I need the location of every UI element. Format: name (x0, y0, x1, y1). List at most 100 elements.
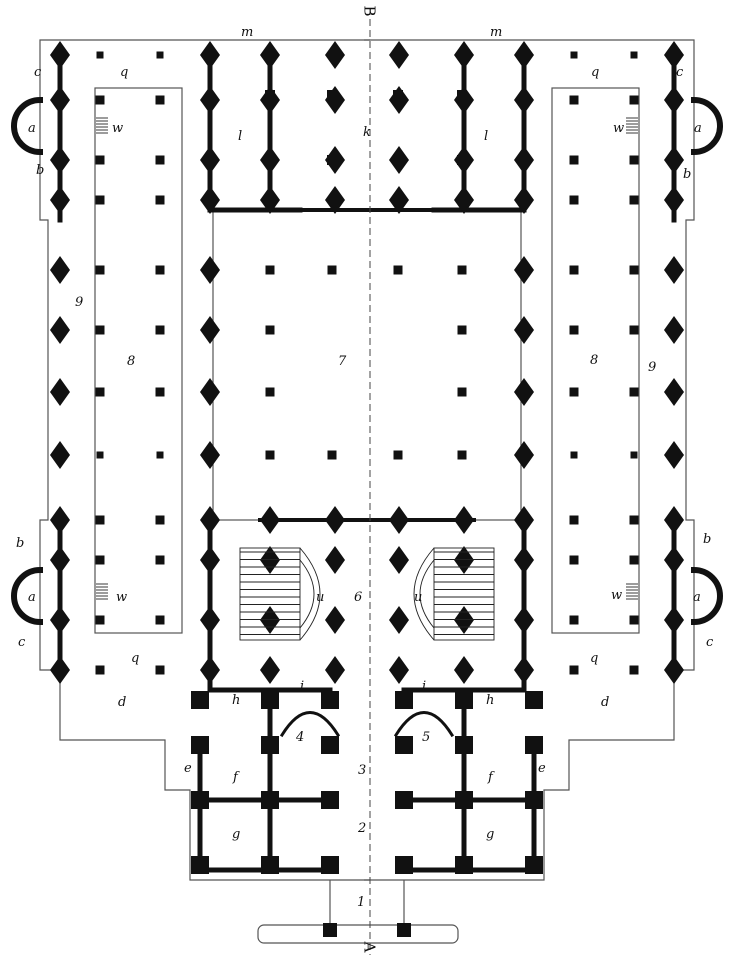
room-label-i-right: i (422, 679, 427, 694)
column-79 (570, 51, 578, 59)
pier-front-148 (455, 791, 473, 809)
plan-outline-lines (39, 39, 695, 944)
pier-81 (454, 41, 474, 69)
room-label-a-bottom-left: a (28, 590, 36, 605)
column-48 (155, 555, 165, 565)
pier-entry-76 (323, 923, 337, 937)
pier-95 (664, 186, 684, 214)
pier-117 (664, 506, 684, 534)
room-label-q-bottom-right: q (590, 651, 599, 666)
pier-127 (454, 546, 474, 574)
pier-front-75 (321, 856, 339, 874)
pier-105 (664, 316, 684, 344)
pier-front-65 (261, 691, 279, 709)
room-label-d-right: d (601, 695, 610, 710)
room-label-5: 5 (422, 730, 431, 745)
pier-49 (200, 546, 220, 574)
room-label-h-right: h (486, 693, 495, 708)
room-label-w-bottom-left: w (116, 590, 128, 605)
pier-28 (50, 316, 70, 344)
pier-front-152 (395, 856, 413, 874)
column-53 (95, 615, 105, 625)
pier-57 (325, 606, 345, 634)
room-label-e-left: e (184, 761, 192, 776)
pier-80 (514, 41, 534, 69)
pier-45 (325, 506, 345, 534)
pier-front-151 (455, 856, 473, 874)
column-41 (95, 515, 105, 525)
pier-18 (50, 186, 70, 214)
hall-column-165 (457, 450, 467, 460)
room-label-g-left: g (232, 827, 241, 842)
stair-right (433, 547, 495, 641)
pier-6 (50, 86, 70, 114)
pier-21 (200, 186, 220, 214)
column-131 (569, 615, 579, 625)
column-25 (95, 265, 105, 275)
pier-front-68 (261, 736, 279, 754)
column-60 (155, 665, 165, 675)
pier-133 (454, 606, 474, 634)
column-136 (629, 665, 639, 675)
stair-left (239, 547, 301, 641)
column-91 (569, 155, 579, 165)
pier-92 (514, 146, 534, 174)
room-label-c-bottom-left: c (18, 635, 26, 650)
pier-entry-153 (397, 923, 411, 937)
pier-56 (260, 606, 280, 634)
pier-front-72 (321, 791, 339, 809)
room-label-l-right: l (484, 129, 489, 144)
pier-58 (50, 656, 70, 684)
column-19 (95, 195, 105, 205)
pier-126 (514, 546, 534, 574)
room-label-9-right: 9 (648, 360, 657, 375)
pier-135 (664, 656, 684, 684)
room-label-c-top-left: c (34, 65, 42, 80)
room-label-q-top-right: q (591, 65, 600, 80)
column-54 (155, 615, 165, 625)
room-label-a-top-left: a (28, 121, 36, 136)
pier-front-143 (395, 691, 413, 709)
pier-front-69 (321, 736, 339, 754)
pier-front-73 (191, 856, 209, 874)
column-34 (155, 387, 165, 397)
stair-curve-right (413, 547, 435, 641)
pier-132 (514, 606, 534, 634)
room-label-d-left: d (118, 695, 127, 710)
column-14 (155, 155, 165, 165)
stair-curve-inner-left (299, 559, 315, 629)
pier-front-67 (191, 736, 209, 754)
room-label-h-left: h (232, 693, 241, 708)
column-78 (630, 51, 638, 59)
room-label-a-top-right: a (694, 121, 702, 136)
column-114 (630, 451, 638, 459)
wall-l-0 (207, 57, 303, 213)
room-label-w-top-right: w (613, 121, 625, 136)
room-label-6: 6 (354, 590, 363, 605)
pier-139 (454, 656, 474, 684)
apse-bottom-left (11, 566, 44, 626)
column-118 (629, 515, 639, 525)
pier-39 (200, 441, 220, 469)
column-47 (95, 555, 105, 565)
axis-label-top: B (360, 5, 379, 17)
room-label-c-bottom-right: c (706, 635, 714, 650)
plan-piers (50, 41, 684, 937)
room-label-b-top-left: b (36, 163, 45, 178)
pier-129 (664, 606, 684, 634)
column-137 (569, 665, 579, 675)
hall-column-154 (265, 265, 275, 275)
column-20 (155, 195, 165, 205)
arch-right (393, 711, 455, 738)
room-label-f-right: f (488, 770, 493, 785)
pier-front-64 (191, 691, 209, 709)
pier-99 (454, 186, 474, 214)
pier-15 (200, 146, 220, 174)
pier-140 (389, 656, 409, 684)
room-label-k: k (363, 125, 371, 140)
column-85 (569, 95, 579, 105)
arch-left (279, 711, 341, 738)
room-label-q-bottom-left: q (131, 651, 140, 666)
pier-3 (200, 41, 220, 69)
room-label-2: 2 (358, 821, 367, 836)
